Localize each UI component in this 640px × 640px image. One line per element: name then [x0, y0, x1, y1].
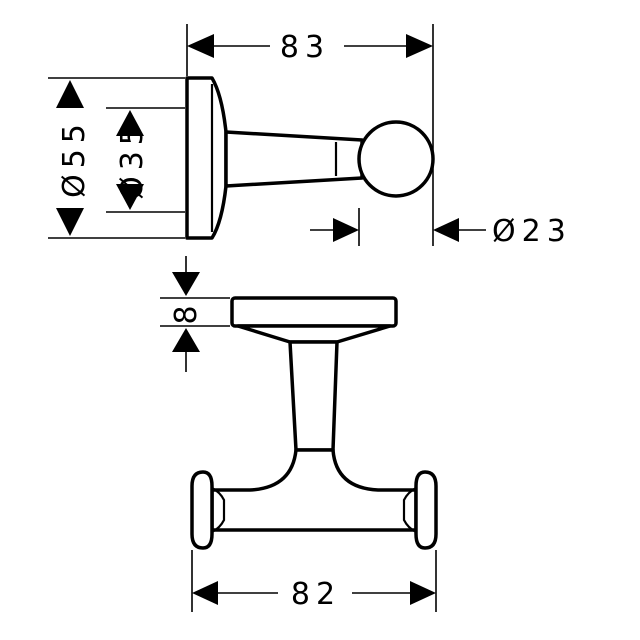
dimension-83: 83	[186, 24, 434, 246]
dimension-d35: Ø35	[106, 107, 185, 213]
arrow-up	[56, 80, 84, 108]
front-neck	[236, 324, 392, 344]
front-cap-left-flare	[211, 487, 226, 533]
dimension-d23: Ø23	[310, 208, 572, 249]
side-ball	[357, 120, 435, 198]
arrow-right	[410, 581, 436, 605]
front-post	[288, 340, 339, 452]
arrow-down	[172, 272, 200, 296]
arrow-up	[116, 110, 144, 136]
front-cap-left	[190, 470, 214, 550]
arrow-right	[333, 218, 359, 242]
dimension-83-label: 83	[280, 30, 330, 65]
dimension-8-label: 8	[169, 299, 204, 324]
dimension-d55: Ø55	[48, 77, 185, 239]
front-cap-right	[414, 470, 438, 550]
side-view	[185, 76, 435, 240]
front-cap-right-flare	[402, 487, 417, 533]
arrow-up	[172, 328, 200, 352]
side-rosette	[185, 76, 228, 240]
dimension-8: 8	[160, 256, 230, 372]
front-plate	[230, 296, 398, 328]
front-arms	[210, 448, 418, 532]
front-view	[190, 296, 438, 550]
dimension-d23-label: Ø23	[492, 214, 572, 249]
dimension-d35-label: Ø35	[115, 120, 150, 200]
arrow-right	[406, 34, 433, 58]
arrow-left	[192, 581, 218, 605]
arrow-down	[116, 184, 144, 210]
arrow-down	[56, 208, 84, 236]
arrow-left	[187, 34, 214, 58]
dimension-82: 82	[191, 550, 437, 612]
side-stem	[224, 130, 364, 188]
dimension-82-label: 82	[291, 577, 341, 612]
arrow-left	[433, 218, 459, 242]
dimension-d55-label: Ø55	[57, 118, 92, 198]
